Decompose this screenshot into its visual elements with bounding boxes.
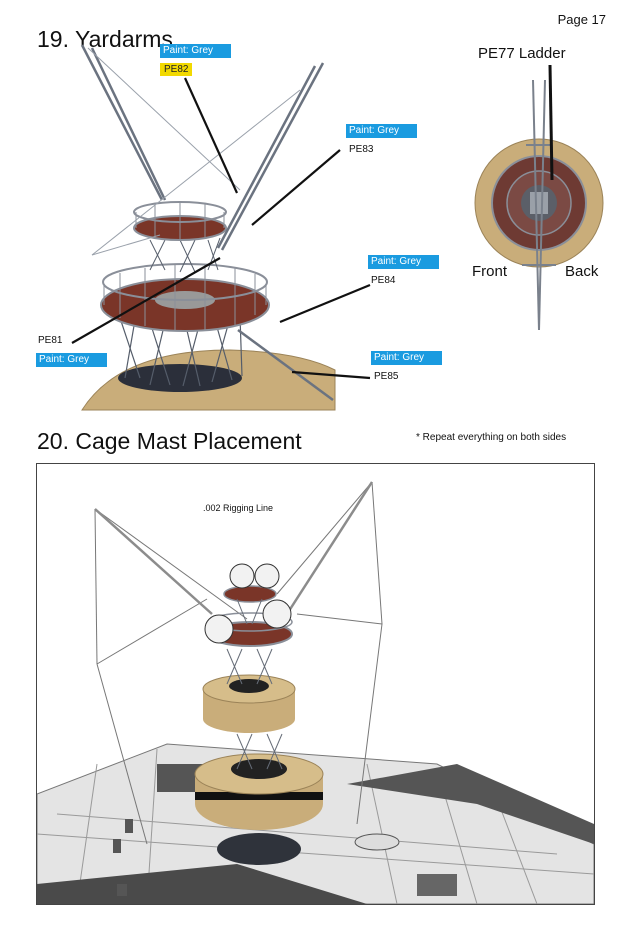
paint-tag: Paint: Grey [346, 124, 417, 138]
rigging-line-label: .002 Rigging Line [203, 503, 274, 513]
repeat-note: * Repeat everything on both sides [416, 432, 567, 443]
cage-mast-figure [36, 463, 595, 905]
section-19-title: 19. Yardarms [37, 26, 173, 52]
part-label: PE84 [371, 275, 396, 286]
paint-tag: Paint: Grey [160, 44, 231, 58]
yardarms-illustration [71, 44, 604, 411]
paint-tag: Paint: Grey [371, 351, 442, 365]
back-label: Back [565, 263, 599, 280]
section-20-title: 20. Cage Mast Placement [37, 428, 302, 454]
front-label: Front [472, 263, 508, 280]
part-label: PE81 [38, 335, 63, 346]
ladder-label: PE77 Ladder [478, 45, 566, 62]
part-label: PE83 [349, 144, 374, 155]
cage-mast-illustration [37, 481, 594, 904]
part-label: PE85 [374, 371, 399, 382]
paint-tag: Paint: Grey [368, 255, 439, 269]
part-label-highlight: PE82 [160, 63, 193, 76]
paint-tag: Paint: Grey [36, 353, 107, 367]
page-number: Page 17 [557, 12, 606, 27]
